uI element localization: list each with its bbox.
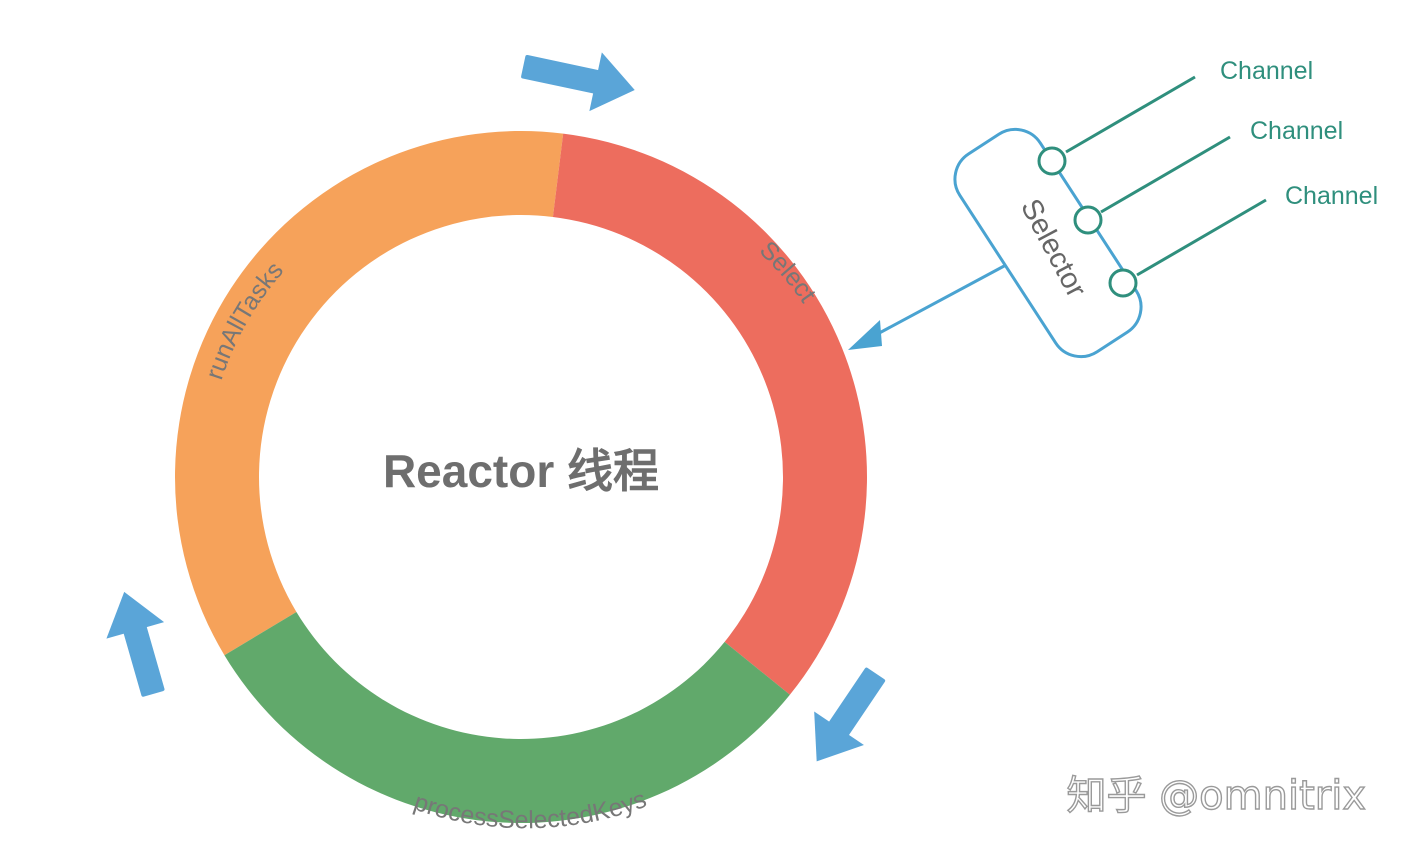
- channel-label-2: Channel: [1250, 117, 1343, 145]
- channel-2: [1073, 135, 1231, 235]
- rotation-arrow-top-icon: [521, 52, 635, 112]
- channel-label-1: Channel: [1220, 57, 1313, 85]
- channel-label-3: Channel: [1285, 182, 1378, 210]
- rotation-arrow-left-icon: [106, 591, 165, 697]
- channel-connector-icon: [1073, 205, 1103, 235]
- channel-connector-icon: [1037, 146, 1067, 176]
- rotation-arrow-right-icon: [814, 667, 886, 762]
- channel-1: [1037, 75, 1196, 176]
- channel-line: [1065, 75, 1196, 154]
- watermark: 知乎 @omnitrix: [1066, 773, 1366, 819]
- channel-line: [1100, 135, 1231, 214]
- ring-segment-select: [552, 133, 868, 695]
- channel-connector-icon: [1108, 268, 1138, 298]
- selector-pointer-line: [869, 263, 1007, 340]
- ring-segment-processselectedkeys: [224, 611, 790, 824]
- ring-segment-runalltasks: [175, 130, 564, 656]
- channel-3: [1108, 198, 1267, 298]
- selector-pointer-arrowhead-icon: [848, 320, 882, 350]
- center-label: Reactor 线程: [383, 445, 659, 497]
- channel-line: [1136, 198, 1267, 277]
